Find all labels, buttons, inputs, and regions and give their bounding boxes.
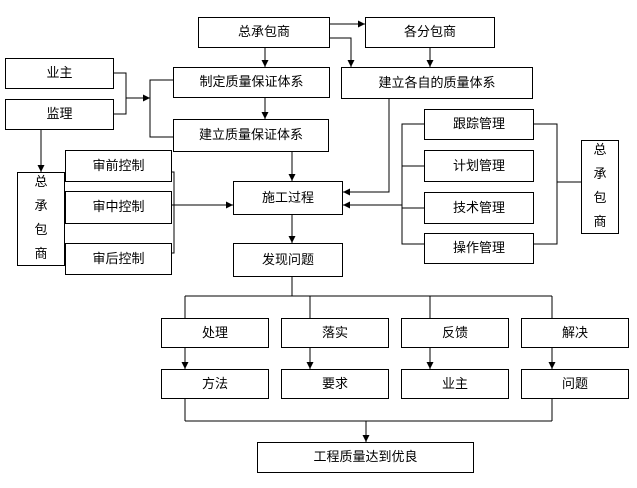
- node-tracking-management: 跟踪管理: [424, 109, 534, 140]
- node-find-problems: 发现问题: [233, 243, 343, 277]
- arrow-own-system-to-construction: [343, 99, 390, 196]
- line-review-bracket: [172, 171, 175, 254]
- node-post-review-control: 审后控制: [65, 243, 172, 275]
- node-pre-review-control: 审前控制: [65, 150, 172, 182]
- line-management-bracket: [401, 123, 424, 245]
- vertical-char: 商: [593, 215, 607, 230]
- node-owner-bottom: 业主: [401, 369, 509, 399]
- node-handle: 处理: [161, 318, 269, 348]
- node-requirement: 要求: [281, 369, 389, 399]
- node-general-contractor-left: 总 承 包 商: [17, 172, 65, 266]
- vertical-char: 包: [593, 191, 607, 206]
- node-planning-management: 计划管理: [424, 150, 534, 182]
- vertical-char: 商: [34, 247, 48, 262]
- node-owner: 业主: [5, 58, 114, 89]
- node-technical-management: 技术管理: [424, 192, 534, 224]
- line-right-gc-bracket: [534, 123, 558, 245]
- vertical-char: 总: [34, 175, 48, 190]
- node-construction-process: 施工过程: [233, 181, 343, 215]
- vertical-char: 总: [593, 143, 607, 158]
- node-quality-excellent: 工程质量达到优良: [257, 442, 474, 473]
- line-qa-bracket: [149, 79, 173, 138]
- node-subcontractors: 各分包商: [365, 17, 495, 48]
- node-establish-qa-system: 建立质量保证体系: [173, 119, 329, 152]
- node-method: 方法: [161, 369, 269, 399]
- line-owner-merge: [114, 72, 127, 115]
- node-feedback: 反馈: [401, 318, 509, 348]
- node-mid-review-control: 审中控制: [65, 191, 172, 224]
- node-operation-management: 操作管理: [424, 233, 534, 264]
- node-formulate-qa-system: 制定质量保证体系: [173, 67, 330, 98]
- vertical-char: 承: [593, 167, 607, 182]
- arrow-gc-to-own-system: [330, 37, 355, 67]
- vertical-char: 承: [34, 199, 48, 214]
- node-implement: 落实: [281, 318, 389, 348]
- node-general-contractor-top: 总承包商: [198, 17, 330, 48]
- node-resolve: 解决: [521, 318, 629, 348]
- node-general-contractor-right: 总 承 包 商: [581, 140, 619, 234]
- vertical-char: 包: [34, 223, 48, 238]
- node-problem: 问题: [521, 369, 629, 399]
- node-build-own-quality-system: 建立各自的质量体系: [341, 67, 533, 99]
- node-supervisor: 监理: [5, 99, 114, 130]
